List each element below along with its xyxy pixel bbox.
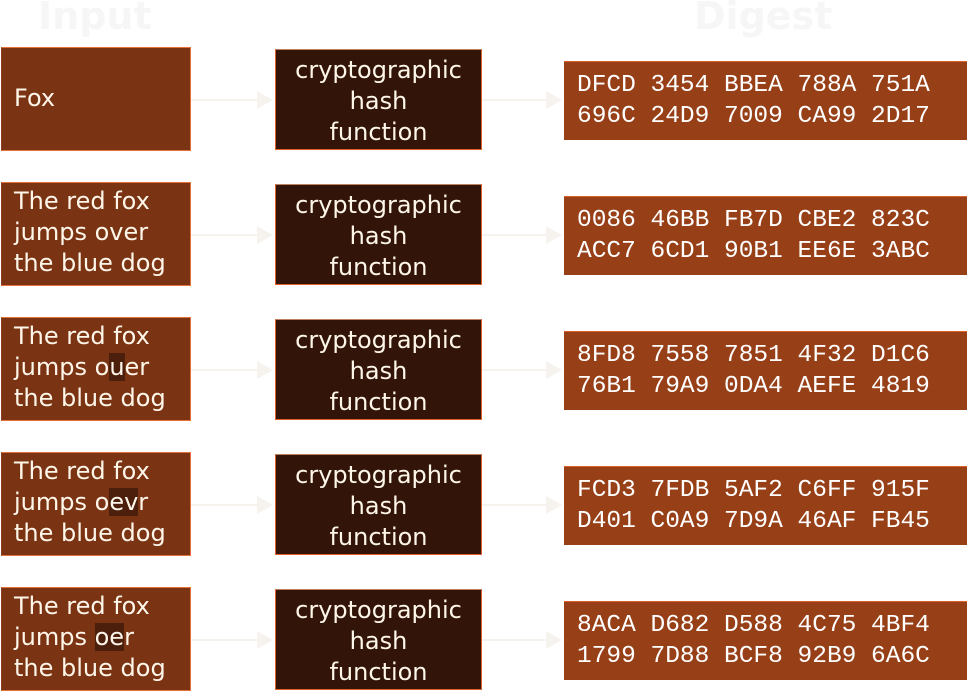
digest-line: 76B1 79A9 0DA4 AEFE 4819 xyxy=(577,373,930,400)
changed-text-highlight: oe xyxy=(94,623,125,651)
input-box: The red fox jumps ouer the blue dog xyxy=(1,317,191,421)
hash-function-box: cryptographic hash function xyxy=(275,184,482,285)
hash-label-line: function xyxy=(329,118,428,146)
hash-label-line: cryptographic xyxy=(295,596,462,624)
digest-line: D401 C0A9 7D9A 46AF FB45 xyxy=(577,508,930,535)
input-line: the blue dog xyxy=(14,519,166,547)
input-line: jumps over xyxy=(14,218,149,246)
text-segment: jumps o xyxy=(14,488,110,516)
digest-line: DFCD 3454 BBEA 788A 751A xyxy=(577,72,930,99)
input-line: The red fox xyxy=(14,592,150,620)
arrow-icon xyxy=(482,361,562,379)
hash-example-row: The red fox jumps ouer the blue dog cryp… xyxy=(0,317,968,421)
hash-label-line: hash xyxy=(349,492,408,520)
input-line: the blue dog xyxy=(14,249,166,277)
digest-line: FCD3 7FDB 5AF2 C6FF 915F xyxy=(577,477,930,504)
arrow-icon xyxy=(482,91,562,109)
hash-function-box: cryptographic hash function xyxy=(275,319,482,420)
text-segment: jumps xyxy=(14,623,95,651)
hash-label-line: function xyxy=(329,388,428,416)
hash-label-line: function xyxy=(329,523,428,551)
hash-function-box: cryptographic hash function xyxy=(275,454,482,555)
text-segment: er xyxy=(124,353,150,381)
hash-label-line: hash xyxy=(349,87,408,115)
digest-box: 0086 46BB FB7D CBE2 823C ACC7 6CD1 90B1 … xyxy=(564,196,967,275)
hash-label-line: cryptographic xyxy=(295,191,462,219)
input-line: the blue dog xyxy=(14,654,166,682)
hash-label-line: cryptographic xyxy=(295,56,462,84)
hash-example-row: The red fox jumps over the blue dog cryp… xyxy=(0,182,968,286)
input-text: Fox xyxy=(14,84,56,112)
input-box: The red fox jumps oer the blue dog xyxy=(1,587,191,691)
hash-label-line: cryptographic xyxy=(295,326,462,354)
hash-function-box: cryptographic hash function xyxy=(275,589,482,690)
hash-example-row: The red fox jumps oevr the blue dog cryp… xyxy=(0,452,968,556)
digest-line: 8FD8 7558 7851 4F32 D1C6 xyxy=(577,342,930,369)
arrow-icon xyxy=(482,496,562,514)
text-segment: r xyxy=(138,488,149,516)
input-box: The red fox jumps over the blue dog xyxy=(1,182,191,286)
input-text: The red fox jumps oer the blue dog xyxy=(14,591,166,684)
hash-label-line: hash xyxy=(349,627,408,655)
input-box: The red fox jumps oevr the blue dog xyxy=(1,452,191,556)
arrow-icon xyxy=(191,91,273,109)
hash-label-line: cryptographic xyxy=(295,461,462,489)
digest-line: 0086 46BB FB7D CBE2 823C xyxy=(577,207,930,234)
text-segment: r xyxy=(124,623,134,651)
input-line: The red fox xyxy=(14,187,150,215)
digest-column-header: Digest xyxy=(694,0,833,38)
arrow-icon xyxy=(482,226,562,244)
digest-line: ACC7 6CD1 90B1 EE6E 3ABC xyxy=(577,238,930,265)
arrow-icon xyxy=(191,226,273,244)
digest-line: 696C 24D9 7009 CA99 2D17 xyxy=(577,103,930,130)
changed-text-highlight: ev xyxy=(109,488,139,516)
text-segment: jumps o xyxy=(14,353,110,381)
input-line: jumps oevr xyxy=(14,488,148,516)
input-text: The red fox jumps oevr the blue dog xyxy=(14,456,166,549)
hash-label-line: function xyxy=(329,658,428,686)
hash-label-line: hash xyxy=(349,222,408,250)
input-line: jumps oer xyxy=(14,623,134,651)
digest-box: FCD3 7FDB 5AF2 C6FF 915F D401 C0A9 7D9A … xyxy=(564,466,967,545)
input-line: the blue dog xyxy=(14,384,166,412)
arrow-icon xyxy=(191,631,273,649)
input-line: The red fox xyxy=(14,322,150,350)
input-text: The red fox jumps ouer the blue dog xyxy=(14,321,166,414)
digest-box: 8FD8 7558 7851 4F32 D1C6 76B1 79A9 0DA4 … xyxy=(564,331,967,410)
input-box: Fox xyxy=(1,47,191,151)
hash-example-row: Fox cryptographic hash function DFCD 345… xyxy=(0,47,968,151)
digest-box: DFCD 3454 BBEA 788A 751A 696C 24D9 7009 … xyxy=(564,61,967,140)
input-line: jumps ouer xyxy=(14,353,149,381)
changed-text-highlight: u xyxy=(109,353,125,381)
hash-example-row: The red fox jumps oer the blue dog crypt… xyxy=(0,587,968,691)
input-column-header: Input xyxy=(38,0,152,38)
input-line: The red fox xyxy=(14,457,150,485)
arrow-icon xyxy=(191,361,273,379)
hash-label-line: function xyxy=(329,253,428,281)
input-text: The red fox jumps over the blue dog xyxy=(14,186,166,279)
hash-function-box: cryptographic hash function xyxy=(275,49,482,150)
digest-line: 1799 7D88 BCF8 92B9 6A6C xyxy=(577,643,930,670)
digest-line: 8ACA D682 D588 4C75 4BF4 xyxy=(577,612,930,639)
digest-box: 8ACA D682 D588 4C75 4BF4 1799 7D88 BCF8 … xyxy=(564,601,967,680)
arrow-icon xyxy=(191,496,273,514)
arrow-icon xyxy=(482,631,562,649)
hash-label-line: hash xyxy=(349,357,408,385)
